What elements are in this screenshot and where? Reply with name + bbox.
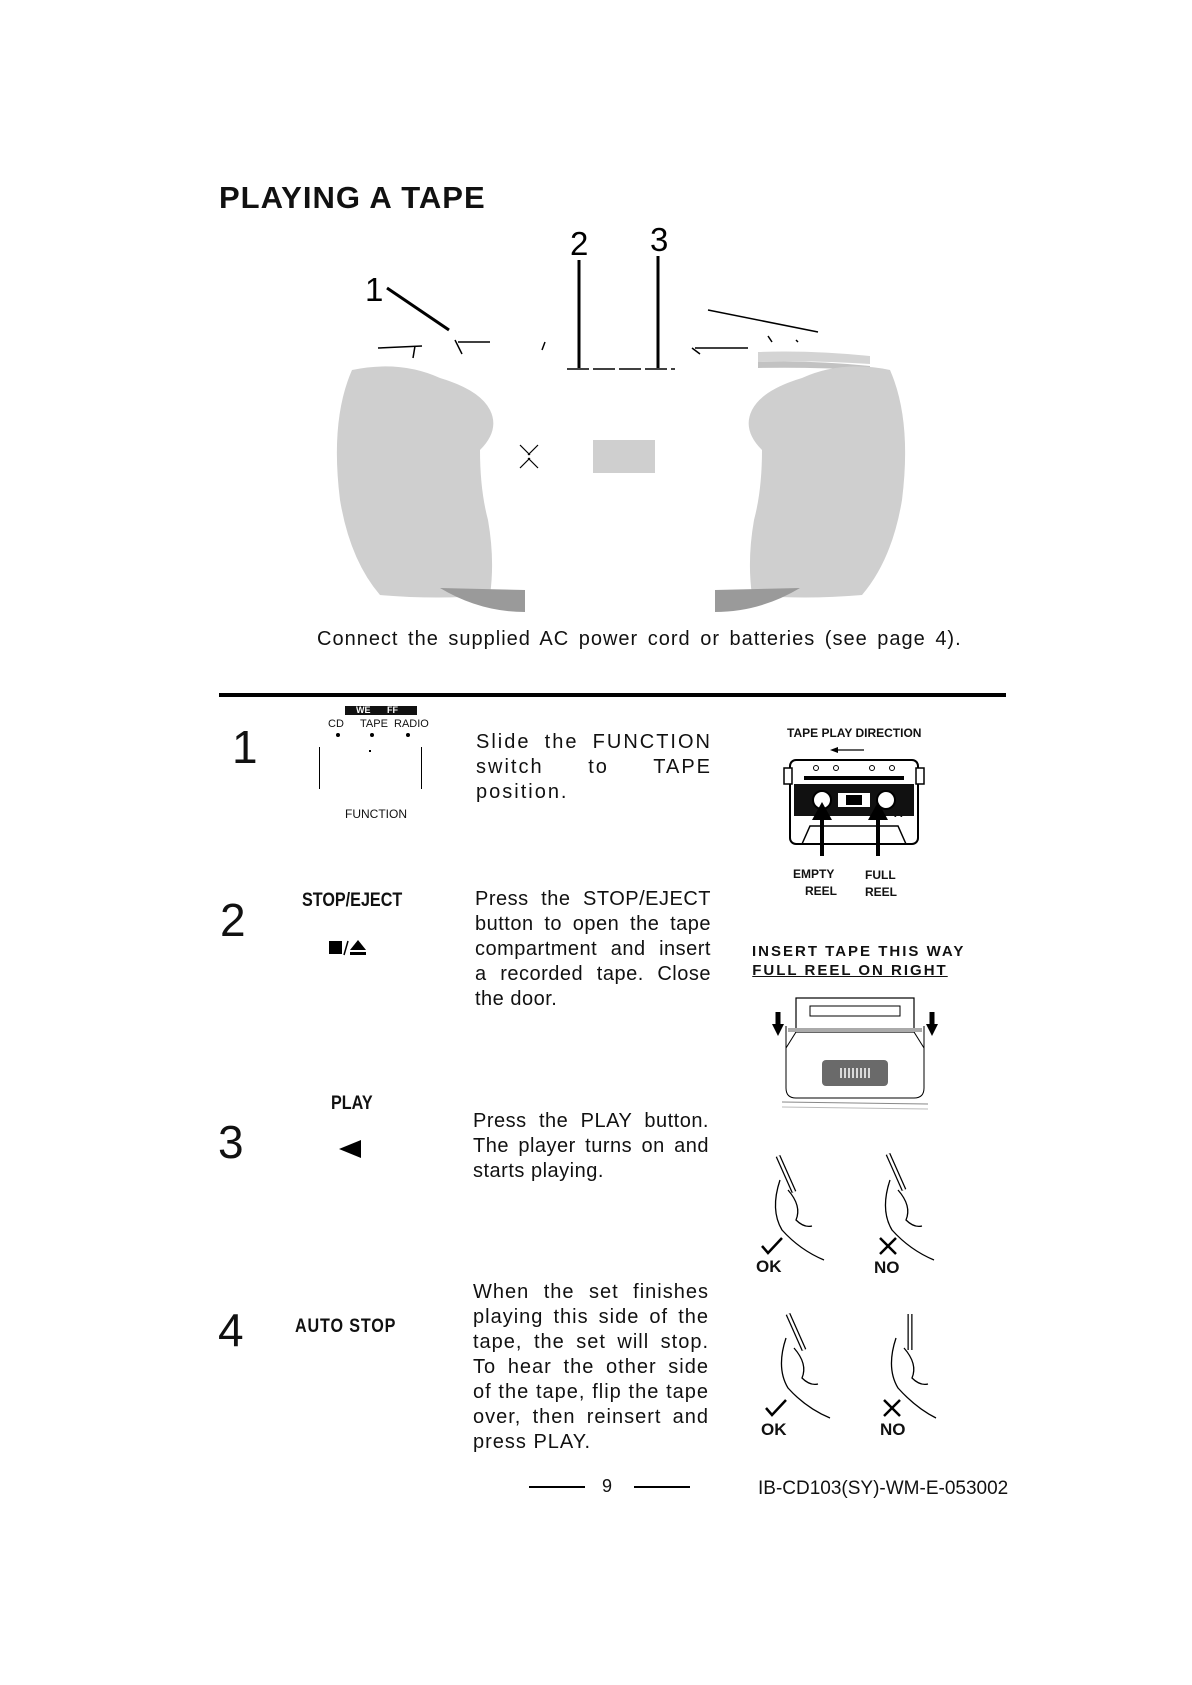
step-3-text: Press the PLAY button. The player turns … [473, 1110, 709, 1182]
function-pos-tape: TAPE [360, 718, 388, 730]
tape-direction-label: TAPE PLAY DIRECTION [787, 726, 922, 740]
callout-2: 2 [570, 225, 588, 262]
function-badge-we: WE [356, 705, 371, 715]
step-1-number: 1 [232, 721, 258, 773]
full-reel-label-2: REEL [865, 885, 898, 899]
callout-3: 3 [650, 221, 668, 258]
insert-label-1: INSERT TAPE THIS WAY [752, 943, 966, 960]
step-4-text: When the set finishes playing this side … [473, 1281, 709, 1453]
play-left-icon [339, 1140, 361, 1158]
insert-label-2: FULL REEL ON RIGHT [752, 962, 948, 979]
full-reel-label-1: FULL [865, 868, 896, 882]
section-divider [219, 693, 1006, 697]
pencil-ok-no-diagram-2 [780, 1312, 937, 1419]
callout-1: 1 [365, 271, 383, 308]
function-badge-bar [345, 706, 417, 715]
function-switch-diagram: WE FF CD TAPE RADIO FUNCTION [318, 705, 429, 825]
step-3-number: 3 [218, 1116, 244, 1168]
document-code: IB-CD103(SY)-WM-E-053002 [758, 1478, 1009, 1499]
no-label-1: NO [874, 1258, 900, 1277]
power-caption: Connect the supplied AC power cord or ba… [317, 628, 962, 650]
auto-stop-label: AUTO STOP [295, 1316, 397, 1337]
cassette-diagram [783, 747, 925, 856]
insert-tape-diagram [772, 997, 938, 1110]
play-label: PLAY [331, 1093, 373, 1114]
footer-rule-left [529, 1486, 585, 1488]
stop-eject-icon [329, 940, 366, 956]
function-pos-cd: CD [328, 718, 344, 730]
empty-reel-label-2: REEL [805, 884, 838, 898]
function-label: FUNCTION [345, 807, 407, 821]
boombox-illustration: 1 2 3 [336, 221, 906, 612]
page-number: 9 [602, 1476, 613, 1496]
step-1-text: Slide the FUNCTION switch to TAPE positi… [476, 731, 712, 803]
ok-label-1: OK [756, 1257, 782, 1276]
check-icon [761, 1237, 783, 1255]
cross-icon-2 [883, 1399, 901, 1417]
ok-label-2: OK [761, 1420, 787, 1439]
step-2-text: Press the STOP/EJECT button to open the … [475, 888, 711, 1010]
function-badge-ff: FF [387, 705, 398, 715]
cross-icon [879, 1237, 897, 1255]
stop-eject-label: STOP/EJECT [302, 890, 403, 911]
step-4-number: 4 [218, 1304, 244, 1356]
pencil-ok-no-diagram-1 [774, 1152, 935, 1261]
empty-reel-label-1: EMPTY [793, 867, 835, 881]
step-2-number: 2 [220, 894, 246, 946]
cassette-side-letter: A [894, 806, 903, 820]
check-icon-2 [765, 1399, 787, 1417]
footer-rule-right [634, 1486, 690, 1488]
page-title: PLAYING A TAPE [219, 180, 486, 215]
function-pos-radio: RADIO [394, 718, 429, 730]
no-label-2: NO [880, 1420, 906, 1439]
